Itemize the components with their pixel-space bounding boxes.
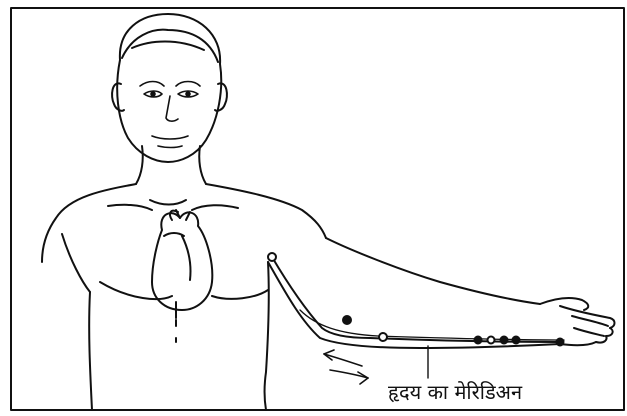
heart <box>152 210 212 310</box>
flow-direction-arrows <box>324 350 368 384</box>
torso <box>42 184 326 410</box>
figure-frame <box>11 8 624 410</box>
heart-meridian-label: हृदय का मेरिडिअन <box>388 378 522 405</box>
meridian-point <box>488 337 495 344</box>
meridian-point <box>475 337 482 344</box>
meridian-point <box>501 337 508 344</box>
meridian-start-point <box>268 253 276 261</box>
meridian-end-point <box>557 339 564 346</box>
face <box>140 82 200 148</box>
right-arm <box>268 238 560 348</box>
meridian-point <box>513 337 520 344</box>
hand <box>540 298 615 345</box>
head <box>112 14 227 162</box>
meridian-point <box>343 316 351 324</box>
heart-meridian-line <box>272 257 564 342</box>
meridian-point <box>379 333 387 341</box>
